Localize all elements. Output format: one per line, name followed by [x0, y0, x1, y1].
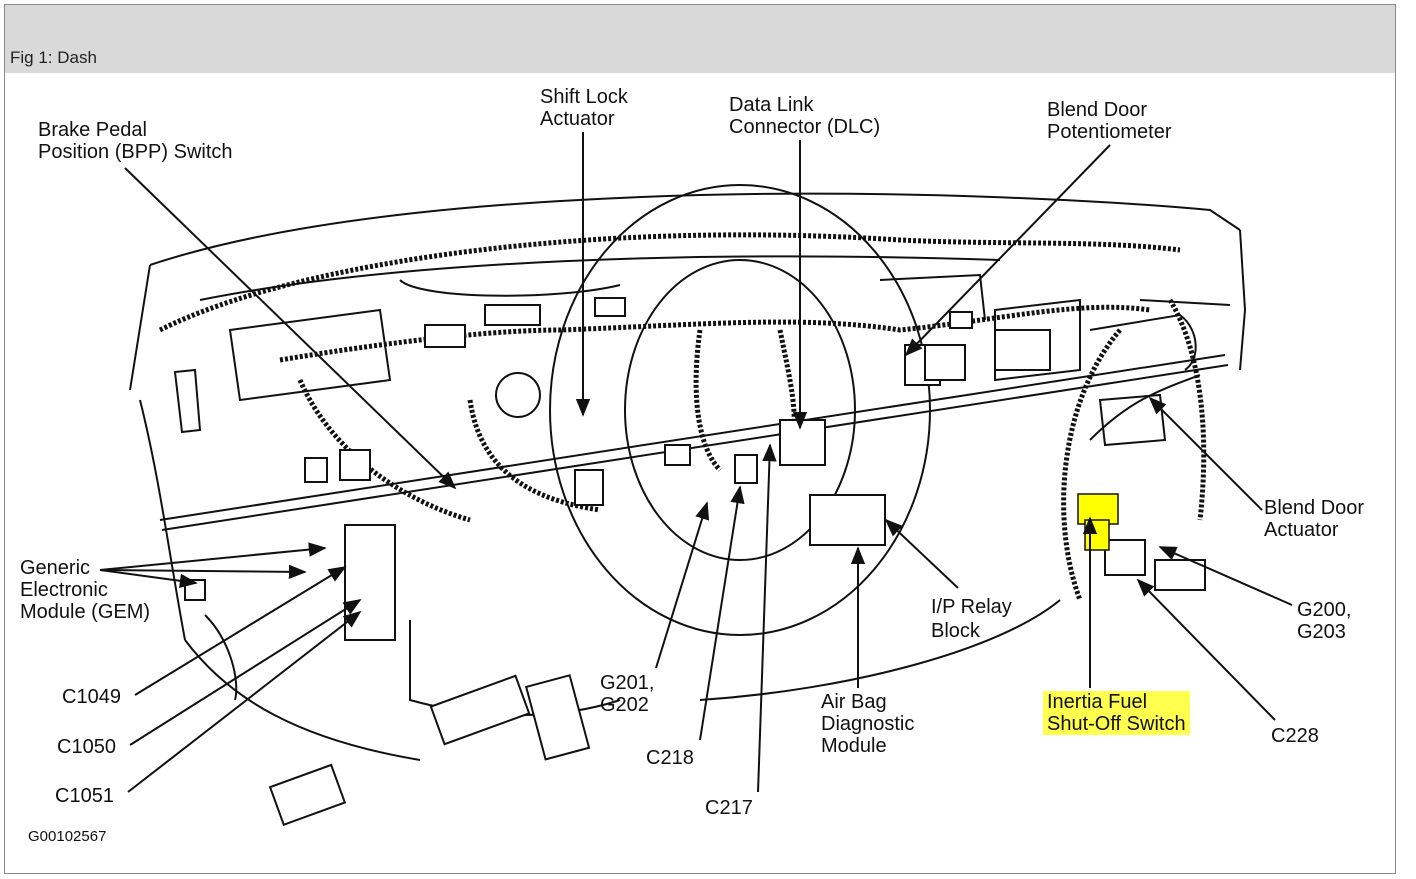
leader-bpp-switch: [124, 167, 457, 490]
leader-blend-door-act: [1148, 396, 1263, 511]
leader-c218: [699, 485, 745, 741]
label-shift-lock: Shift Lock Actuator: [540, 86, 628, 130]
label-blend-door-act-line1: Blend Door: [1264, 497, 1365, 519]
leader-g200: [1158, 546, 1293, 606]
leader-c1050: [129, 599, 362, 746]
label-shift-lock-line1: Shift Lock: [540, 86, 628, 108]
label-airbag-line1: Air Bag: [821, 691, 887, 713]
leader-gem-2: [99, 564, 307, 580]
leader-c1049: [134, 566, 347, 696]
label-gem-line2: Electronic: [20, 579, 108, 601]
label-airbag-line3: Module: [821, 735, 887, 757]
leader-ip-relay: [884, 518, 959, 589]
label-airbag-line2: Diagnostic: [821, 713, 915, 735]
label-gem-line3: Module (GEM): [20, 601, 151, 623]
label-gem-line1: Generic: [20, 557, 91, 579]
label-dlc-line2: Connector (DLC): [729, 116, 881, 138]
label-airbag: Air Bag Diagnostic Module: [821, 691, 914, 757]
label-g201-line2: G202: [600, 694, 649, 716]
label-g201: G201, G202: [600, 672, 654, 716]
label-g201-line1: G201,: [600, 672, 655, 694]
label-gem: Generic Electronic Module (GEM): [20, 557, 150, 623]
label-ip-relay-line1: I/P Relay: [931, 596, 1012, 618]
label-dlc: Data Link Connector (DLC): [729, 94, 880, 138]
label-inertia-line2: Shut-Off Switch: [1043, 713, 1190, 735]
leader-g201: [655, 501, 710, 669]
leader-c228: [1136, 578, 1276, 721]
label-c1049: C1049: [62, 686, 121, 708]
leader-c217: [757, 443, 777, 793]
label-blend-door-pot-line2: Potentiometer: [1047, 121, 1172, 143]
steering-wheel: [549, 184, 931, 636]
leader-lines: [99, 132, 1293, 793]
label-inertia-line1: Inertia Fuel: [1043, 691, 1190, 713]
label-bpp-switch: Brake Pedal Position (BPP) Switch: [38, 119, 233, 163]
leader-c1051: [127, 610, 362, 793]
wiring-harness: [158, 232, 1207, 601]
label-c217: C217: [705, 797, 753, 819]
label-g200: G200, G203: [1297, 599, 1351, 643]
label-blend-door-pot-line1: Blend Door: [1047, 99, 1148, 121]
label-c1050: C1050: [57, 736, 116, 758]
label-bpp-switch-line1: Brake Pedal: [38, 119, 147, 141]
label-c1051: C1051: [55, 785, 114, 807]
figure-title-bar: Fig 1: Dash: [5, 5, 1395, 73]
label-g200-line2: G203: [1297, 621, 1346, 643]
label-g200-line1: G200,: [1297, 599, 1352, 621]
components: [184, 297, 1206, 827]
label-blend-door-act: Blend Door Actuator: [1264, 497, 1364, 541]
leader-gem-3: [99, 569, 198, 588]
figure-title: Fig 1: Dash: [10, 48, 97, 67]
label-ip-relay-line2: Block: [931, 620, 980, 642]
label-inertia-switch: Inertia Fuel Shut-Off Switch: [1043, 691, 1190, 735]
dashboard-outline: [129, 192, 1247, 761]
label-ip-relay: I/P Relay Block: [931, 596, 1012, 642]
label-blend-door-pot: Blend Door Potentiometer: [1047, 99, 1172, 143]
label-dlc-line1: Data Link: [729, 94, 814, 116]
label-shift-lock-line2: Actuator: [540, 108, 615, 130]
leader-blend-door-pot: [904, 144, 1111, 357]
leader-gem-1: [99, 542, 327, 571]
label-c228: C228: [1271, 725, 1319, 747]
label-bpp-switch-line2: Position (BPP) Switch: [38, 141, 233, 163]
figure-id: G00102567: [28, 828, 107, 845]
label-c218: C218: [646, 747, 694, 769]
label-blend-door-act-line2: Actuator: [1264, 519, 1339, 541]
